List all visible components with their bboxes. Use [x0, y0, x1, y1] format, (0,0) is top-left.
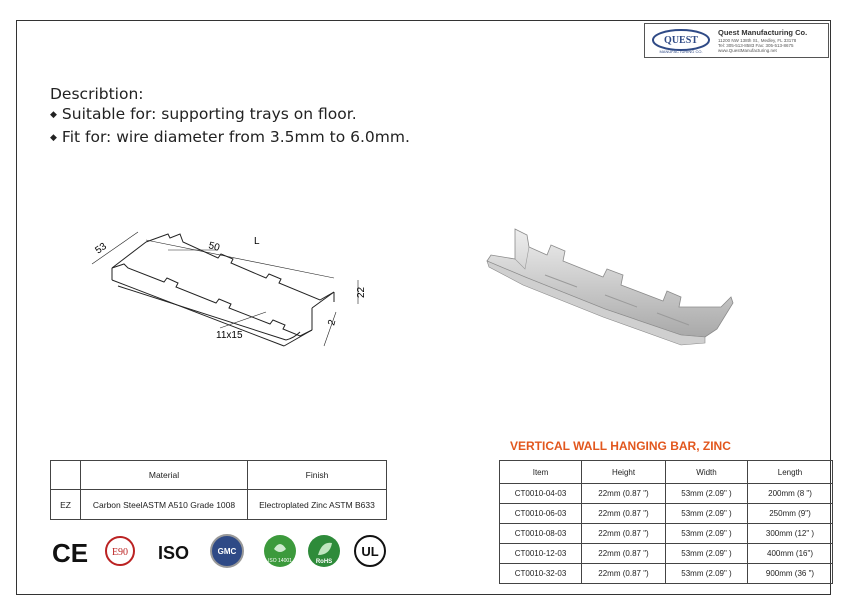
- dim-thickness: 2: [326, 318, 338, 327]
- spec-length: 200mm (8 "): [747, 483, 833, 504]
- table-row: CT0010-08-03 22mm (0.87 ") 53mm (2.09" )…: [499, 523, 833, 544]
- spec-item: CT0010-08-03: [499, 523, 582, 544]
- svg-text:CE: CE: [52, 538, 88, 568]
- svg-text:ISO: ISO: [158, 543, 189, 563]
- table-row: CT0010-12-03 22mm (0.87 ") 53mm (2.09" )…: [499, 543, 833, 564]
- spec-length: 400mm (16"): [747, 543, 833, 564]
- company-website: www.QuestManufacturing.net: [718, 48, 777, 53]
- table-row: CT0010-32-03 22mm (0.87 ") 53mm (2.09" )…: [499, 563, 833, 584]
- spec-height: 22mm (0.87 "): [581, 523, 666, 544]
- spec-table: Item Height Width Length CT0010-04-03 22…: [499, 460, 833, 584]
- spec-width: 53mm (2.09" ): [665, 523, 748, 544]
- gmc-mark-icon: GMC: [210, 534, 244, 568]
- spec-length: 250mm (9"): [747, 503, 833, 524]
- table-row: EZ Carbon SteelASTM A510 Grade 1008 Elec…: [50, 489, 387, 520]
- logo-subtext: MANUFACTURING CO.: [659, 49, 702, 54]
- spec-header-length: Length: [747, 460, 833, 484]
- spec-length: 300mm (12" ): [747, 523, 833, 544]
- spec-height: 22mm (0.87 "): [581, 543, 666, 564]
- description-bullet-1: Suitable for: supporting trays on floor.: [50, 104, 410, 127]
- spec-height: 22mm (0.87 "): [581, 563, 666, 584]
- material-value: Carbon SteelASTM A510 Grade 1008: [80, 489, 248, 520]
- dim-slot: 11x15: [216, 330, 243, 341]
- technical-drawing: 53 50 L 22 2 11x15: [91, 231, 367, 347]
- certification-marks: CE E90 ISO GMC ISO 14001 RoHS UL: [52, 534, 386, 568]
- spec-item: CT0010-04-03: [499, 483, 582, 504]
- spec-height: 22mm (0.87 "): [581, 503, 666, 524]
- spec-item: CT0010-32-03: [499, 563, 582, 584]
- dim-height: 22: [356, 286, 367, 298]
- svg-text:UL: UL: [361, 544, 378, 559]
- quest-logo: QUEST MANUFACTURING CO.: [652, 29, 710, 54]
- company-address: 11200 NW 138th St., Medley, FL 33178: [718, 38, 797, 43]
- spec-width: 53mm (2.09" ): [665, 543, 748, 564]
- dim-length: L: [254, 236, 260, 247]
- description-bullet-2: Fit for: wire diameter from 3.5mm to 6.0…: [50, 127, 410, 150]
- spec-header-item: Item: [499, 460, 582, 484]
- dim-spacing: 50: [207, 240, 221, 254]
- company-name: Quest Manufacturing Co.: [718, 28, 808, 37]
- material-header-blank: [50, 460, 81, 490]
- e90-mark-icon: E90: [105, 536, 135, 566]
- ul-mark-icon: UL: [354, 535, 386, 567]
- spec-header-width: Width: [665, 460, 748, 484]
- iso14001-mark-icon: ISO 14001: [264, 535, 296, 567]
- spec-table-header: Item Height Width Length: [499, 460, 833, 484]
- spec-title: VERTICAL WALL HANGING BAR, ZINC: [510, 439, 731, 453]
- rohs-mark-icon: RoHS: [308, 535, 340, 567]
- svg-text:ISO 14001: ISO 14001: [268, 558, 292, 564]
- material-header-material: Material: [80, 460, 248, 490]
- spec-length: 900mm (36 "): [747, 563, 833, 584]
- spec-width: 53mm (2.09" ): [665, 503, 748, 524]
- ce-mark-icon: CE: [52, 538, 88, 568]
- spec-height: 22mm (0.87 "): [581, 483, 666, 504]
- table-row: CT0010-04-03 22mm (0.87 ") 53mm (2.09" )…: [499, 483, 833, 504]
- iso-mark-icon: ISO: [158, 543, 189, 563]
- product-image: [486, 228, 734, 346]
- material-code: EZ: [50, 489, 81, 520]
- table-row: CT0010-06-03 22mm (0.87 ") 53mm (2.09" )…: [499, 503, 833, 524]
- spec-width: 53mm (2.09" ): [665, 483, 748, 504]
- description-block: Describtion: Suitable for: supporting tr…: [50, 84, 410, 150]
- material-table-header: Material Finish: [50, 460, 387, 490]
- svg-text:GMC: GMC: [218, 547, 237, 556]
- material-table: Material Finish EZ Carbon SteelASTM A510…: [50, 460, 387, 520]
- spec-header-height: Height: [581, 460, 666, 484]
- logo-text: QUEST: [664, 35, 698, 46]
- company-logo-block: QUEST MANUFACTURING CO. Quest Manufactur…: [644, 23, 829, 58]
- spec-item: CT0010-06-03: [499, 503, 582, 524]
- dim-width: 53: [93, 241, 109, 257]
- finish-value: Electroplated Zinc ASTM B633: [247, 489, 387, 520]
- svg-text:E90: E90: [112, 547, 128, 558]
- spec-item: CT0010-12-03: [499, 543, 582, 564]
- material-header-finish: Finish: [247, 460, 387, 490]
- description-heading: Describtion:: [50, 85, 144, 103]
- svg-text:RoHS: RoHS: [316, 559, 332, 565]
- datasheet-frame: [16, 20, 831, 595]
- spec-width: 53mm (2.09" ): [665, 563, 748, 584]
- company-phone: Tel: 305-513-8583 Fax: 305-513-8675: [718, 43, 794, 48]
